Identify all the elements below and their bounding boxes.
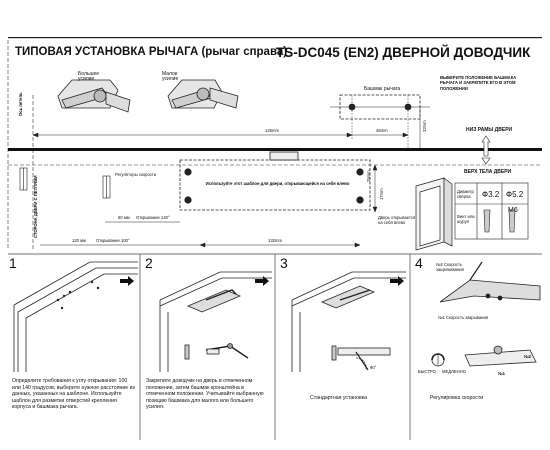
screw-label: Винт или шуруп — [457, 214, 475, 225]
frame-bottom-label: НИЗ РАМЫ ДВЕРИ — [466, 127, 513, 133]
closer-body-template — [179, 151, 371, 211]
slow-label: МЕДЛЕННО — [442, 369, 466, 374]
step1-door-frame — [13, 261, 138, 372]
step4-number: 4 — [415, 255, 423, 271]
speed1-label: №1 Скорость закрывания — [438, 315, 489, 320]
step2-number: 2 — [145, 255, 153, 271]
drill-a: Ф3.2 — [482, 190, 500, 199]
select-note: ВЫБЕРИТЕ ПОЛОЖЕНИЕ БАШМАКА РЫЧАГА И ЗАКР… — [440, 75, 517, 91]
door-top-label: ВЕРХ ТЕЛА ДВЕРИ — [464, 169, 512, 175]
dim-25: 25mm — [366, 170, 371, 182]
dim-60: 60 мм — [118, 215, 130, 220]
header-right-title: TS-DC045 (EN2) ДВЕРНОЙ ДОВОДЧИК — [276, 45, 531, 60]
bracket-template — [330, 94, 430, 150]
drill-b: Ф5.2 — [506, 190, 524, 199]
step1-caption: Определите требования к углу открывания:… — [12, 378, 135, 410]
speed-regulators-label: Регуляторы скорости — [115, 172, 157, 177]
step3-caption: Стандартная установка — [310, 395, 367, 401]
step2-caption: Закрепите доводчик на дверь в отмеченном… — [146, 378, 264, 410]
step4-speed-adjust — [431, 261, 541, 367]
dim-125: 125mm — [265, 128, 279, 133]
step1-number: 1 — [9, 255, 17, 271]
dim-32: 32mm — [422, 120, 427, 132]
lever-less-force-image — [167, 79, 239, 109]
speed2-label: №2 Скорость защелкивания — [436, 262, 464, 273]
n2-label: №2 — [524, 354, 531, 359]
step3-angle: 90° — [370, 365, 377, 370]
bracket-label: Башмак рычага — [364, 86, 401, 92]
open-100: Открывание 100° — [96, 238, 130, 243]
dim-17: 17mm — [379, 188, 384, 200]
dim-45: 45mm — [376, 128, 388, 133]
dim-120: 120 мм — [72, 238, 86, 243]
less-force-label: Малое усилие — [162, 71, 179, 82]
step2-installation — [159, 271, 272, 372]
hinge-axis-label: Ось петель — [18, 92, 23, 116]
drill-table — [454, 182, 529, 240]
drill-label: Диаметр сверла — [457, 189, 474, 200]
step4-caption: Регулировка скорости — [430, 395, 484, 401]
lever-more-force-image — [57, 79, 131, 113]
more-force-label: Большее усилие — [78, 71, 100, 82]
door-sketch — [415, 177, 453, 251]
door-opens-left-label: Дверь открывается на себя влево — [378, 215, 416, 226]
step3-number: 3 — [280, 255, 288, 271]
n1-label: №1 — [498, 371, 505, 376]
step3-installation — [291, 271, 406, 372]
header-left-title: ТИПОВАЯ УСТАНОВКА РЫЧАГА (рычаг справа) — [15, 46, 288, 58]
hinge-side-label: СТОРОНА ДВЕРИ С ПЕТЛЯМИ — [33, 175, 38, 239]
screw-b: M6 — [508, 207, 518, 214]
open-140: Открывание 140° — [136, 215, 170, 220]
fast-label: БЫСТРО — [418, 369, 436, 374]
template-note: Используйте этот шаблон для двери, откры… — [205, 181, 350, 186]
dim-132: 132mm — [268, 238, 282, 243]
